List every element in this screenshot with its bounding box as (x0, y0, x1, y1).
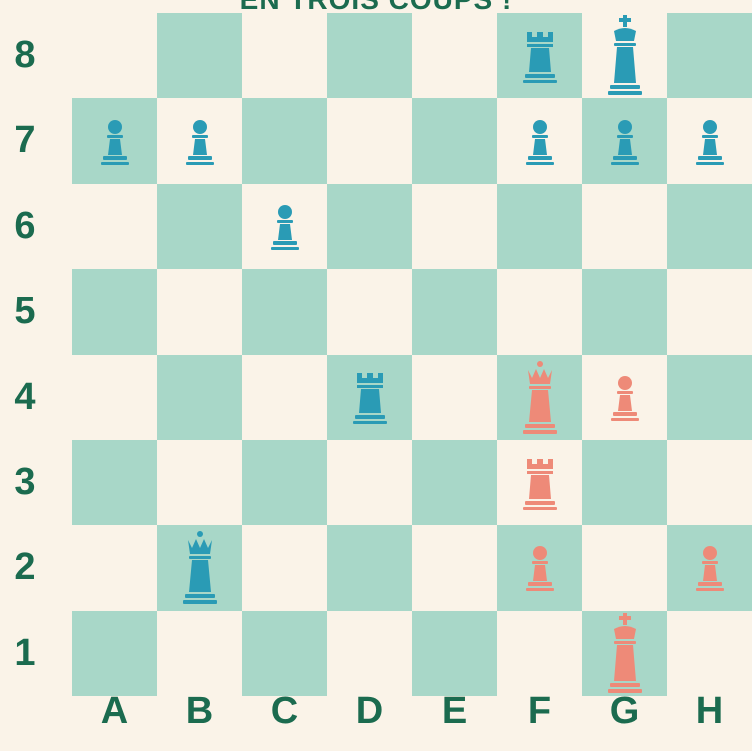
rank-label-7: 7 (0, 119, 50, 162)
square-e7[interactable] (412, 98, 497, 183)
rank-label-1: 1 (0, 632, 50, 675)
square-h4[interactable] (667, 355, 752, 440)
square-f2[interactable] (497, 525, 582, 610)
square-e4[interactable] (412, 355, 497, 440)
square-h8[interactable] (667, 13, 752, 98)
square-g6[interactable] (582, 184, 667, 269)
file-label-d: D (327, 690, 412, 733)
square-a7[interactable] (72, 98, 157, 183)
square-b6[interactable] (157, 184, 242, 269)
square-b1[interactable] (157, 611, 242, 696)
square-g5[interactable] (582, 269, 667, 354)
white-pawn-icon[interactable] (688, 543, 732, 592)
square-g4[interactable] (582, 355, 667, 440)
square-e6[interactable] (412, 184, 497, 269)
white-king-icon[interactable] (603, 613, 647, 694)
square-f4[interactable] (497, 355, 582, 440)
square-h2[interactable] (667, 525, 752, 610)
file-label-a: A (72, 690, 157, 733)
square-b5[interactable] (157, 269, 242, 354)
square-h1[interactable] (667, 611, 752, 696)
square-f8[interactable] (497, 13, 582, 98)
white-queen-icon[interactable] (518, 360, 562, 435)
square-d8[interactable] (327, 13, 412, 98)
square-d1[interactable] (327, 611, 412, 696)
square-c2[interactable] (242, 525, 327, 610)
black-rook-icon[interactable] (518, 28, 562, 84)
square-d6[interactable] (327, 184, 412, 269)
rank-label-5: 5 (0, 290, 50, 333)
square-g2[interactable] (582, 525, 667, 610)
square-h5[interactable] (667, 269, 752, 354)
square-g1[interactable] (582, 611, 667, 696)
square-c3[interactable] (242, 440, 327, 525)
square-d2[interactable] (327, 525, 412, 610)
file-label-c: C (242, 690, 327, 733)
file-label-h: H (667, 690, 752, 733)
rank-label-8: 8 (0, 34, 50, 77)
square-h6[interactable] (667, 184, 752, 269)
rank-label-2: 2 (0, 546, 50, 589)
file-label-e: E (412, 690, 497, 733)
square-c7[interactable] (242, 98, 327, 183)
black-pawn-icon[interactable] (603, 117, 647, 166)
square-d3[interactable] (327, 440, 412, 525)
file-label-g: G (582, 690, 667, 733)
square-b7[interactable] (157, 98, 242, 183)
black-pawn-icon[interactable] (93, 117, 137, 166)
square-a8[interactable] (72, 13, 157, 98)
square-f7[interactable] (497, 98, 582, 183)
white-pawn-icon[interactable] (518, 543, 562, 592)
square-e5[interactable] (412, 269, 497, 354)
square-g8[interactable] (582, 13, 667, 98)
square-a4[interactable] (72, 355, 157, 440)
square-f3[interactable] (497, 440, 582, 525)
square-e3[interactable] (412, 440, 497, 525)
file-label-f: F (497, 690, 582, 733)
square-c5[interactable] (242, 269, 327, 354)
square-e2[interactable] (412, 525, 497, 610)
rank-label-4: 4 (0, 376, 50, 419)
square-d4[interactable] (327, 355, 412, 440)
square-g7[interactable] (582, 98, 667, 183)
square-b8[interactable] (157, 13, 242, 98)
square-c1[interactable] (242, 611, 327, 696)
square-b4[interactable] (157, 355, 242, 440)
square-b2[interactable] (157, 525, 242, 610)
square-a6[interactable] (72, 184, 157, 269)
file-label-b: B (157, 690, 242, 733)
square-c4[interactable] (242, 355, 327, 440)
black-pawn-icon[interactable] (688, 117, 732, 166)
square-c6[interactable] (242, 184, 327, 269)
black-pawn-icon[interactable] (178, 117, 222, 166)
square-a3[interactable] (72, 440, 157, 525)
square-f1[interactable] (497, 611, 582, 696)
chess-board (72, 13, 752, 696)
square-f5[interactable] (497, 269, 582, 354)
white-rook-icon[interactable] (518, 455, 562, 511)
rank-label-3: 3 (0, 461, 50, 504)
black-pawn-icon[interactable] (518, 117, 562, 166)
square-e8[interactable] (412, 13, 497, 98)
square-b3[interactable] (157, 440, 242, 525)
square-h3[interactable] (667, 440, 752, 525)
black-pawn-icon[interactable] (263, 202, 307, 251)
square-d5[interactable] (327, 269, 412, 354)
black-rook-icon[interactable] (348, 369, 392, 425)
square-e1[interactable] (412, 611, 497, 696)
square-a1[interactable] (72, 611, 157, 696)
square-a5[interactable] (72, 269, 157, 354)
black-queen-icon[interactable] (178, 530, 222, 605)
square-a2[interactable] (72, 525, 157, 610)
square-c8[interactable] (242, 13, 327, 98)
rank-label-6: 6 (0, 205, 50, 248)
square-d7[interactable] (327, 98, 412, 183)
square-f6[interactable] (497, 184, 582, 269)
black-king-icon[interactable] (603, 15, 647, 96)
square-h7[interactable] (667, 98, 752, 183)
white-pawn-icon[interactable] (603, 373, 647, 422)
square-g3[interactable] (582, 440, 667, 525)
